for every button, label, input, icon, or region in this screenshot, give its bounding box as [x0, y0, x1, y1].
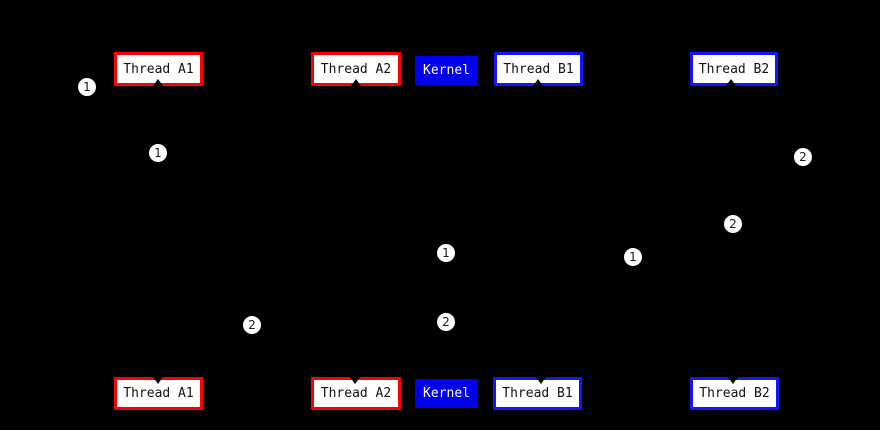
arrowhead-down-icon: [728, 377, 738, 384]
arrowhead-up-icon: [726, 79, 736, 86]
step-marker-1: 1: [148, 143, 168, 163]
arrowhead-up-icon: [351, 79, 361, 86]
arrowhead-up-icon: [153, 79, 163, 86]
arrowhead-down-icon: [153, 377, 163, 384]
step-marker-2: 2: [436, 312, 456, 332]
arrowhead-up-icon: [533, 79, 543, 86]
node-kernel-bottom: Kernel: [415, 379, 478, 408]
step-marker-2: 2: [793, 147, 813, 167]
step-marker-1: 1: [623, 247, 643, 267]
arrowhead-down-icon: [350, 377, 360, 384]
step-marker-2: 2: [723, 214, 743, 234]
step-marker-2: 2: [242, 315, 262, 335]
arrowhead-down-icon: [536, 377, 546, 384]
step-marker-1: 1: [77, 77, 97, 97]
step-marker-1: 1: [436, 243, 456, 263]
node-kernel-top: Kernel: [415, 56, 478, 85]
